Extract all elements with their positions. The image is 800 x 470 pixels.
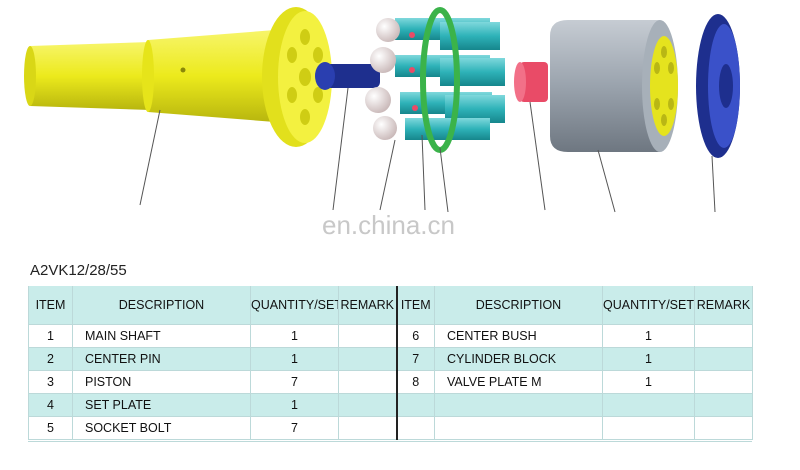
main-shaft <box>24 7 332 147</box>
table-cell: 1 <box>602 324 695 348</box>
table-cell: 7 <box>395 347 435 371</box>
table-cell: PISTON <box>72 370 251 394</box>
col-header: QUANTITY/SET <box>250 286 339 325</box>
table-cell: 8 <box>395 370 435 394</box>
table-bottom-rule <box>28 441 752 442</box>
table-cell <box>338 393 397 417</box>
table-cell: CENTER BUSH <box>434 324 603 348</box>
table-cell: CYLINDER BLOCK <box>434 347 603 371</box>
table-cell: CENTER PIN <box>72 347 251 371</box>
table-cell <box>395 416 435 440</box>
table-row: 5 SOCKET BOLT 7 <box>28 416 753 440</box>
col-header: REMARK <box>338 286 397 325</box>
leader-lines <box>139 87 716 213</box>
col-header: ITEM <box>28 286 73 325</box>
table-cell: 1 <box>250 393 339 417</box>
table-cell <box>694 324 753 348</box>
table-cell: 2 <box>28 347 73 371</box>
table-cell <box>338 347 397 371</box>
table-cell: 4 <box>28 393 73 417</box>
table-cell <box>602 393 695 417</box>
table-cell <box>694 370 753 394</box>
pump-parts-diagram <box>24 7 740 213</box>
table-row: 1 MAIN SHAFT 1 6 CENTER BUSH 1 <box>28 324 753 348</box>
col-header: DESCRIPTION <box>434 286 603 325</box>
col-header: QUANTITY/SET <box>602 286 695 325</box>
table-cell <box>434 393 603 417</box>
table-cell <box>694 393 753 417</box>
table-cell <box>338 416 397 440</box>
pistons <box>365 18 505 140</box>
table-row: 2 CENTER PIN 1 7 CYLINDER BLOCK 1 <box>28 347 753 371</box>
table-cell: 1 <box>28 324 73 348</box>
table-cell: 6 <box>395 324 435 348</box>
table-cell: 5 <box>28 416 73 440</box>
col-header: REMARK <box>694 286 753 325</box>
table-cell <box>694 416 753 440</box>
table-cell: 1 <box>602 370 695 394</box>
table-cell: MAIN SHAFT <box>72 324 251 348</box>
table-cell <box>395 393 435 417</box>
table-cell <box>694 347 753 371</box>
table-header-row: ITEM DESCRIPTION QUANTITY/SET REMARK ITE… <box>28 286 753 325</box>
table-cell: 1 <box>250 324 339 348</box>
table-cell <box>338 324 397 348</box>
table-cell: 1 <box>602 347 695 371</box>
col-header: DESCRIPTION <box>72 286 251 325</box>
center-pin <box>315 62 380 90</box>
table-cell: 3 <box>28 370 73 394</box>
table-cell: SOCKET BOLT <box>72 416 251 440</box>
table-row: 3 PISTON 7 8 VALVE PLATE M 1 <box>28 370 753 394</box>
center-bush <box>514 62 548 102</box>
table-cell <box>602 416 695 440</box>
table-cell: 7 <box>250 416 339 440</box>
table-cell: SET PLATE <box>72 393 251 417</box>
table-cell: VALVE PLATE M <box>434 370 603 394</box>
table-cell <box>338 370 397 394</box>
parts-table: ITEM DESCRIPTION QUANTITY/SET REMARK ITE… <box>28 286 753 440</box>
table-row: 4 SET PLATE 1 <box>28 393 753 417</box>
table-cell: 7 <box>250 370 339 394</box>
watermark: en.china.cn <box>322 210 455 240</box>
table-cell <box>434 416 603 440</box>
col-header: ITEM <box>395 286 435 325</box>
cylinder-block <box>550 20 678 152</box>
valve-plate <box>696 14 740 158</box>
table-cell: 1 <box>250 347 339 371</box>
model-title: A2VK12/28/55 <box>30 262 127 279</box>
